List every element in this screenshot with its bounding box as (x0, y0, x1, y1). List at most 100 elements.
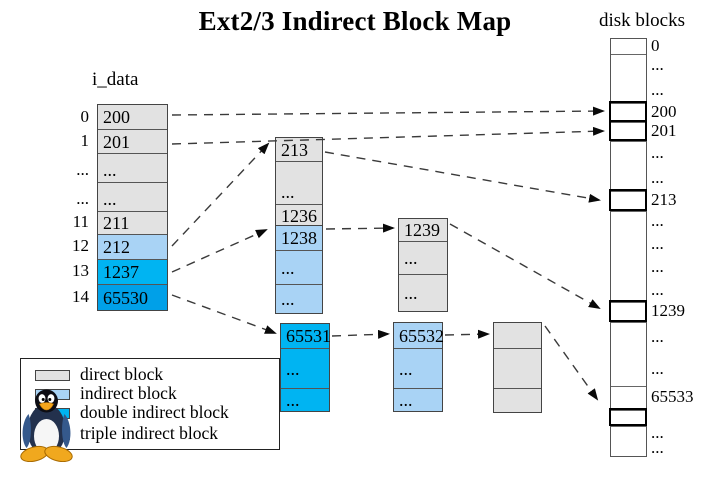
arrow-212-to-block213 (171, 142, 270, 247)
i-data-index: 14 (72, 286, 89, 306)
i-data-index: 1 (80, 130, 90, 150)
disk-cell (611, 302, 646, 322)
i-data-table-cell: 65530 (98, 284, 167, 310)
disk-block-label: ... (651, 55, 664, 75)
i-data-index: ... (76, 160, 89, 179)
block-65532: 65532...... (393, 322, 444, 412)
block-1238-cell: 1238 (276, 226, 322, 250)
i-data-table-cell: 1237 (98, 259, 167, 284)
disk-cell-frame (609, 120, 647, 141)
i-data-index-column: 0 1...... 11 12 13 14 (57, 104, 95, 309)
disk-block-label: 200 (651, 101, 677, 121)
block-1239-cell: ... (399, 274, 447, 311)
disk-block-label: ... (651, 211, 664, 231)
disk-block-label: ... (651, 79, 664, 99)
disk-cell-frame (609, 408, 647, 426)
block-65531: 65531...... (280, 323, 331, 412)
disk-block-label: ... (651, 437, 664, 457)
block-1239-cell: 1239 (399, 219, 447, 241)
arrow-65530-to-block65531 (171, 294, 277, 334)
arrow-blockdata-to-disk65533 (544, 325, 599, 401)
block-1238-cell: ... (276, 250, 322, 284)
block-213: 213...1236 (275, 137, 323, 227)
disk-block-label: ... (651, 167, 664, 187)
disk-cell (611, 426, 646, 456)
legend-item-label: double indirect block (80, 402, 229, 423)
block-65532-cell: ... (394, 388, 442, 411)
arrow-1237-to-block1238 (171, 229, 268, 273)
disk-block-label: 201 (651, 120, 677, 140)
disk-blocks-label: disk blocks (598, 10, 686, 31)
block-1238-cell: ... (276, 284, 322, 313)
disk-block-label: ... (651, 234, 664, 254)
disk-column (610, 38, 647, 457)
disk-cell-frame (609, 300, 647, 322)
arrow-65531-to-block65532 (331, 329, 390, 339)
disk-block-label: ... (651, 256, 664, 276)
tux-beak (39, 402, 54, 411)
block-65532-cell: ... (394, 348, 442, 388)
disk-cell (611, 191, 646, 211)
disk-cell (611, 122, 646, 141)
block-213-cell: 1236 (276, 204, 322, 226)
disk-cell (611, 54, 646, 103)
tux-belly (34, 419, 59, 453)
block-1239-cell: ... (399, 241, 447, 274)
i-data-index: 13 (72, 261, 89, 280)
disk-cell (611, 386, 646, 410)
arrow-213-to-disk213 (324, 151, 601, 203)
block-65532-cell: 65532 (394, 323, 444, 348)
block-data-cell (494, 348, 541, 388)
block-213-cell: 213 (276, 138, 322, 161)
disk-block-label: ... (651, 422, 664, 442)
legend-item-label: indirect block (80, 383, 177, 404)
disk-block-label: ... (651, 279, 664, 299)
tux-right-pupil (48, 398, 52, 401)
i-data-label: i_data (92, 69, 139, 90)
arrow-201-to-disk201 (171, 126, 605, 145)
tux-left-eye (38, 394, 46, 403)
arrow-65532-to-blockdata (444, 329, 490, 339)
i-data-table-cell: ... (98, 182, 167, 211)
disk-block-label: 0 (651, 35, 660, 55)
block-1239: 1239...... (398, 218, 448, 312)
legend-item: direct block (35, 366, 163, 384)
disk-cell (611, 322, 646, 386)
i-data-index: 0 (80, 106, 90, 126)
disk-block-label: ... (651, 327, 664, 346)
i-data-table-cell: 211 (98, 211, 167, 234)
i-data-index: ... (76, 189, 89, 208)
block-213-cell: ... (276, 161, 322, 204)
block-65531-cell: ... (281, 388, 329, 411)
tux-right-eye (47, 394, 55, 403)
disk-block-label: 213 (651, 190, 677, 209)
i-data-table-cell: 212 (98, 234, 167, 259)
disk-block-label: 1239 (651, 301, 685, 320)
disk-cell (611, 103, 646, 122)
disk-block-label: 65533 (651, 387, 694, 406)
i-data-index: 11 (72, 212, 89, 231)
disk-cell-frame (609, 189, 647, 211)
arrow-1239-to-disk1239 (449, 223, 601, 309)
block-65531-cell: ... (281, 348, 329, 388)
disk-cell-frame (609, 101, 647, 122)
block-data (493, 322, 542, 413)
diagram-title: Ext2/3 Indirect Block Map (198, 6, 512, 36)
i-data-index: 12 (72, 236, 89, 255)
tux-penguin-logo (20, 389, 73, 462)
tux-right-foot (44, 445, 73, 462)
arrow-200-to-disk200 (171, 106, 605, 116)
disk-cell (611, 141, 646, 191)
disk-block-label: ... (651, 142, 664, 162)
tux-left-pupil (41, 398, 45, 401)
tux-right-flipper (62, 414, 71, 448)
i-data-table-cell: 201 (98, 129, 167, 153)
arrow-1238-to-block1239 (325, 223, 395, 233)
tux-left-flipper (22, 414, 31, 448)
legend-item-label: triple indirect block (80, 423, 219, 444)
legend-item-label: direct block (80, 364, 164, 385)
block-data-cell (494, 388, 541, 412)
